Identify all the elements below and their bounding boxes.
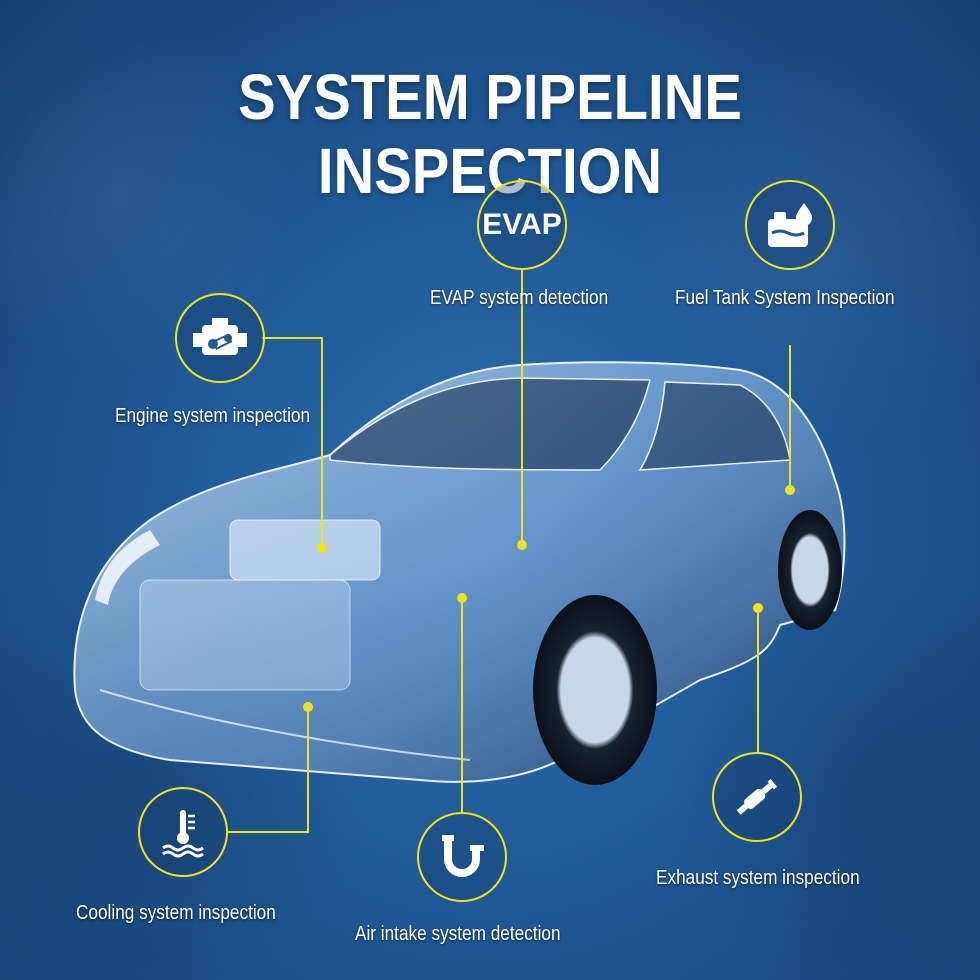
fuel-tank-point <box>785 485 795 495</box>
windshield <box>329 377 651 471</box>
cooling-label: Cooling system inspection <box>76 902 276 924</box>
evap-label: EVAP system detection <box>430 287 609 309</box>
radiator <box>139 579 351 691</box>
bumper-line <box>99 689 471 761</box>
coolant-temperature-icon <box>162 810 204 858</box>
front-wheel <box>533 595 657 785</box>
cooling-point <box>303 702 313 712</box>
evap-icon: EVAP <box>482 208 562 241</box>
engine-connector <box>262 337 323 548</box>
air-intake-label: Air intake system detection <box>355 923 561 945</box>
rear-wheel <box>778 510 842 630</box>
fuel-tank-label: Fuel Tank System Inspection <box>675 287 895 309</box>
headlight <box>95 530 160 605</box>
exhaust-point <box>753 603 763 613</box>
fuel-tank-badge <box>745 180 835 270</box>
page-title: SYSTEM PIPELINE INSPECTION <box>238 61 742 207</box>
air-intake-point <box>457 593 467 603</box>
engine-label: Engine system inspection <box>115 405 311 427</box>
engine-block <box>229 519 381 581</box>
evap-point <box>517 540 527 550</box>
exhaust-badge <box>712 752 802 842</box>
engine-point <box>317 543 327 553</box>
engine-icon <box>193 318 247 355</box>
cooling-connector <box>228 707 309 833</box>
exhaust-label: Exhaust system inspection <box>656 867 860 889</box>
evap-badge: EVAP <box>477 180 567 270</box>
air-intake-badge <box>417 812 507 902</box>
engine-badge <box>175 293 265 383</box>
exhaust-pipe-icon <box>736 779 778 815</box>
fuel-tank-icon <box>768 203 812 247</box>
pipe-icon <box>442 835 484 877</box>
cooling-badge <box>138 787 228 877</box>
